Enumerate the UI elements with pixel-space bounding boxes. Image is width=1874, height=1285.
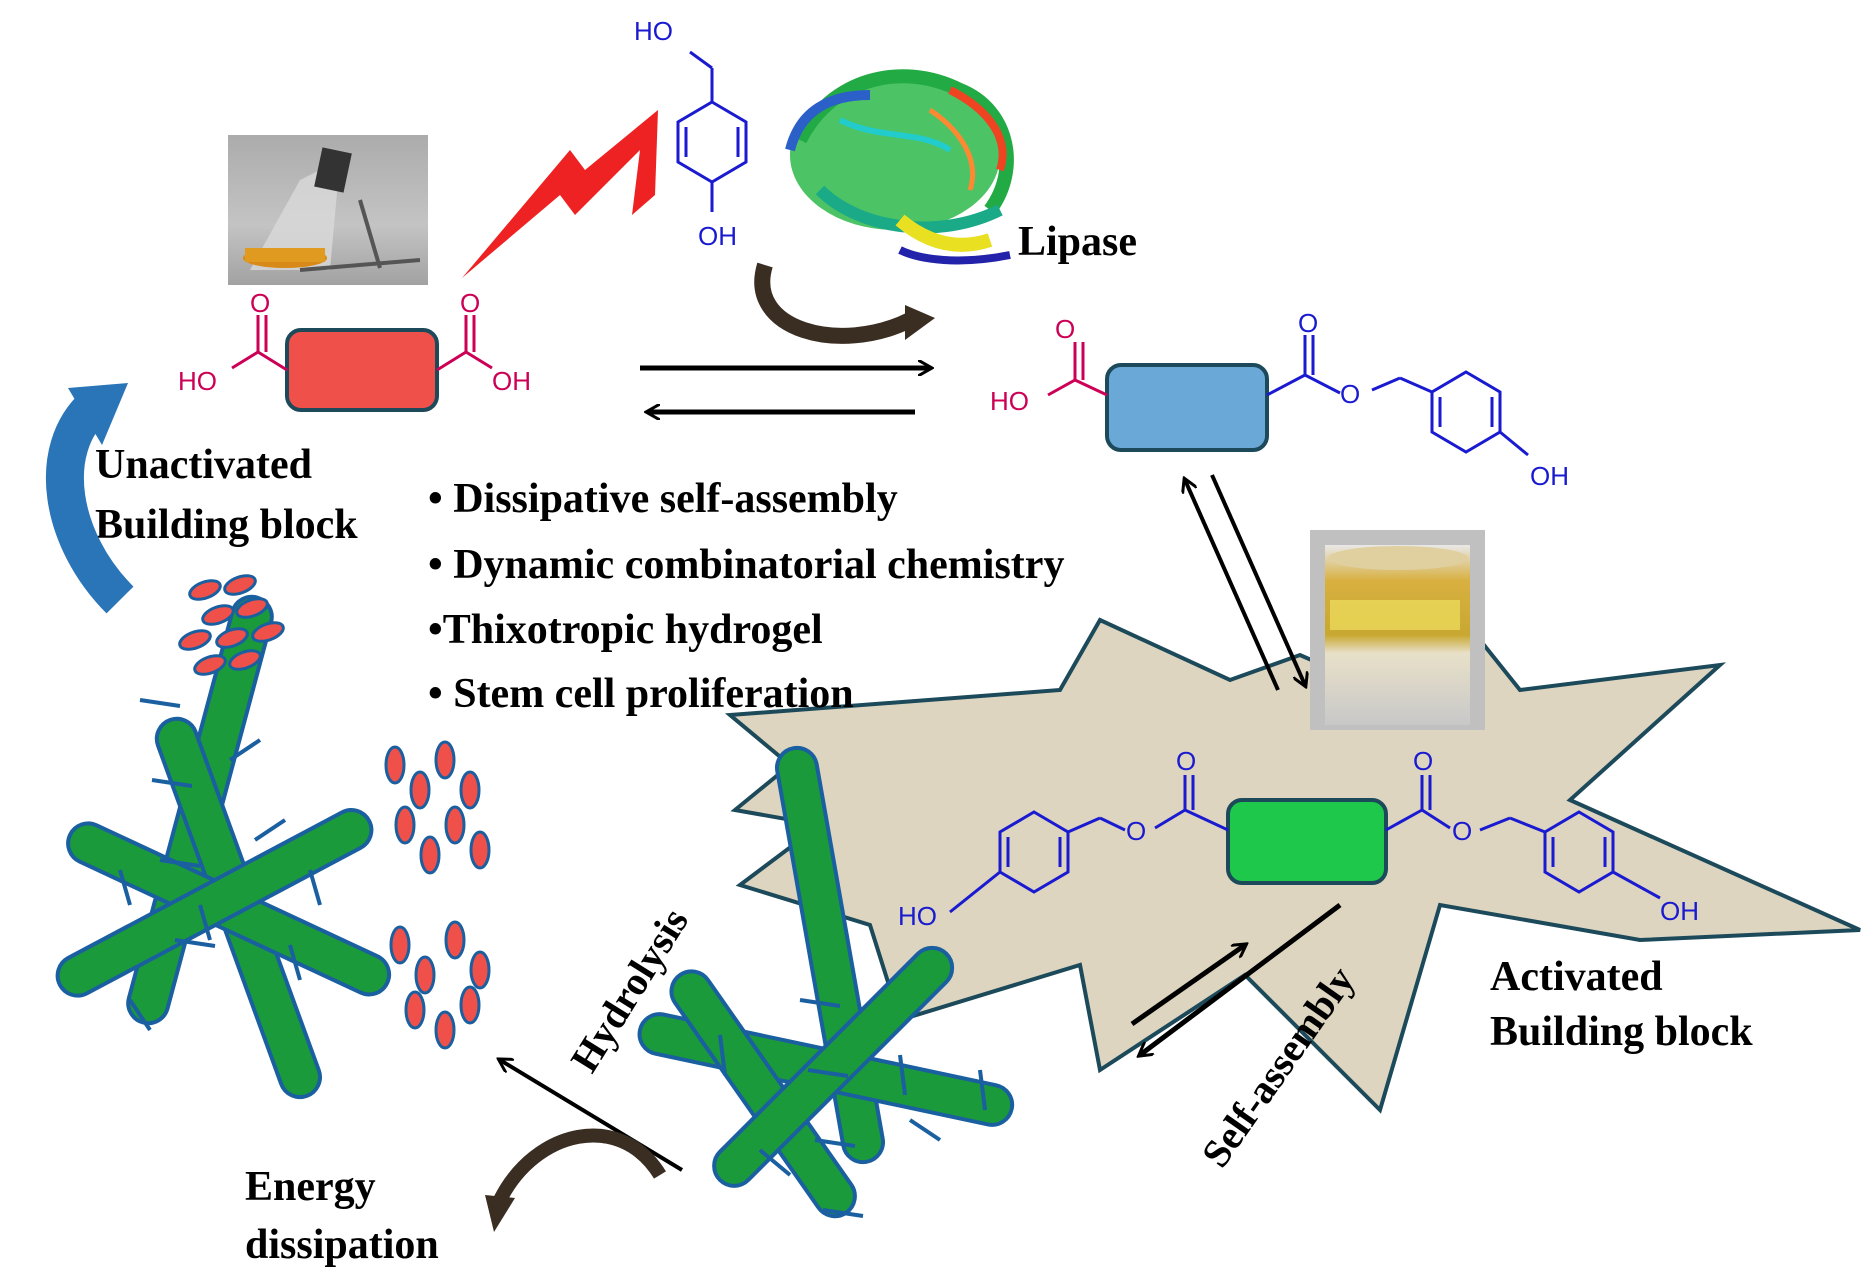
mono-ester-carbonyl-o: O — [1298, 308, 1318, 338]
mono-phenol-oh: OH — [1530, 461, 1569, 491]
self-assembly-arrow-reverse — [1140, 903, 1342, 1055]
bullet-stem-cell: • Stem cell proliferation — [428, 671, 854, 717]
bullet-dissipative: • Dissipative self-assembly — [428, 476, 898, 522]
self-assembly-arrow-forward — [1130, 945, 1245, 1027]
lipase-label: Lipase — [1018, 219, 1137, 265]
energy-label-line2: dissipation — [245, 1222, 439, 1268]
left-fiber-network — [55, 594, 392, 1100]
vial-photo-gel — [1310, 530, 1485, 730]
act-carbonyl-o-left: O — [1176, 746, 1196, 776]
act-ester-o-left: O — [1126, 816, 1146, 846]
center-fiber-network — [637, 745, 1015, 1219]
bullet-dynamic-combinatorial: • Dynamic combinatorial chemistry — [428, 542, 1064, 588]
unactivated-label-line1: Unactivated — [95, 442, 312, 488]
mono-acid-o: O — [1055, 314, 1075, 344]
acid-o-right: O — [460, 288, 480, 318]
unactivated-building-block: O HO O OH — [178, 288, 531, 412]
monoester-building-block: O HO O O OH — [990, 308, 1569, 491]
lightning-bolt-icon — [462, 110, 658, 278]
act-phenol-ho: HO — [898, 901, 937, 931]
lipase-curved-arrow — [754, 262, 914, 344]
act-phenol-oh: OH — [1660, 896, 1699, 926]
activated-label-line1: Activated — [1490, 954, 1663, 1000]
forward-arrow-right — [1210, 474, 1305, 685]
center-fiber-separators — [718, 998, 987, 1218]
left-fiber-separators — [118, 698, 322, 1032]
hydroxybenzyl-alcohol-structure — [676, 50, 748, 212]
vial-photo-solution — [228, 135, 428, 285]
mono-ester-o: O — [1340, 379, 1360, 409]
acid-o-left: O — [250, 288, 270, 318]
activated-label-line2: Building block — [1490, 1009, 1753, 1055]
benzyl-alcohol-oh-label: OH — [698, 221, 737, 251]
lipase-protein-icon — [785, 69, 1014, 265]
act-ester-o-right: O — [1452, 816, 1472, 846]
energy-label-line1: Energy — [245, 1164, 376, 1210]
act-carbonyl-o-right: O — [1413, 746, 1433, 776]
mono-acid-ho: HO — [990, 386, 1029, 416]
unactivated-label-line2: Building block — [95, 502, 358, 548]
left-free-monomers — [178, 574, 491, 1050]
reverse-arrow-right — [1185, 480, 1280, 691]
energy-dissipation-arrow — [493, 1128, 666, 1204]
acid-ho-left: HO — [178, 366, 217, 396]
benzyl-alcohol-ho-label: HO — [634, 16, 673, 46]
recycle-curved-arrow — [46, 390, 134, 614]
bullet-thixotropic: •Thixotropic hydrogel — [428, 607, 823, 653]
activated-building-block: O O HO O O OH — [898, 746, 1699, 931]
hydrolysis-arrow — [500, 1060, 684, 1172]
acid-oh-right: OH — [492, 366, 531, 396]
